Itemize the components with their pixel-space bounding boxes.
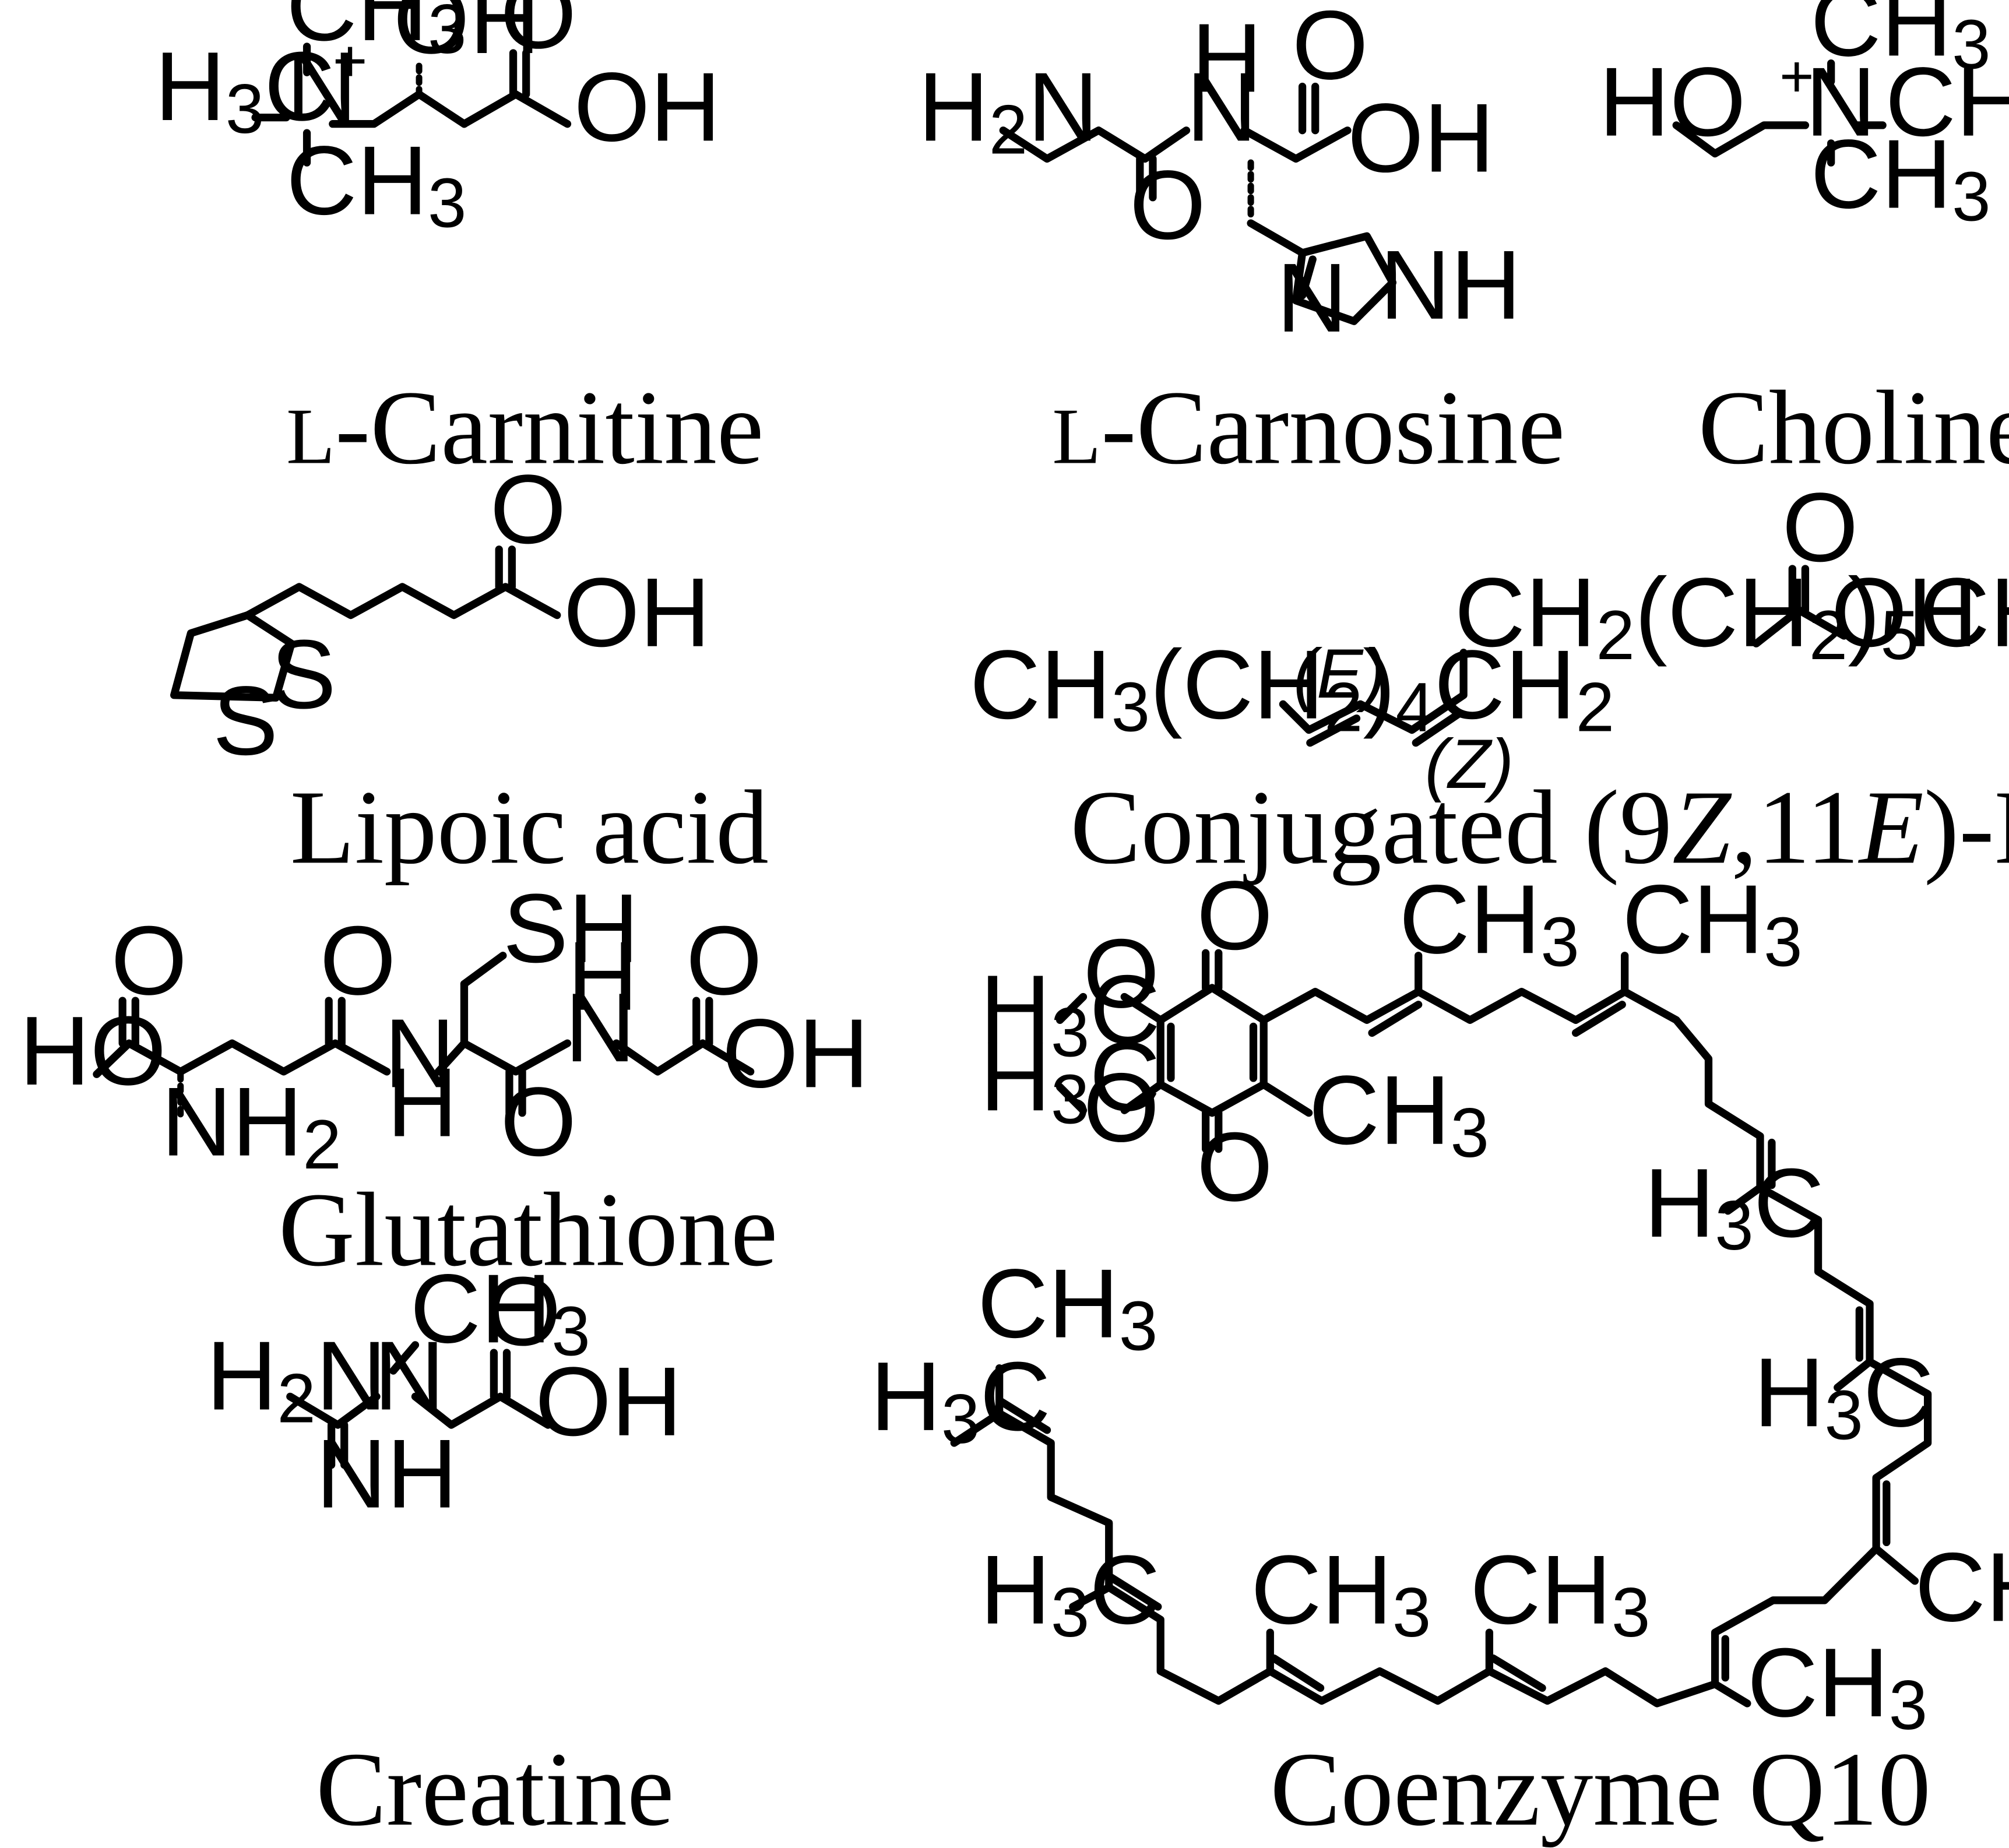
glutathione-thiol: SH [503,874,639,983]
caption-coq10: Coenzyme Q10 [1270,1731,1931,1848]
lipoic-structure: S S O OH [170,455,710,776]
choline-methyl-right: CH3 [1885,47,2009,164]
choline-structure: HO N + CH3 CH3 CH3 [1599,0,2009,236]
caption-creatine: Creatine [316,1731,674,1848]
choline-methyl-top: CH3 [1810,0,1990,84]
carnosine-carbonyl-o: O [1292,0,1368,100]
cla-acid-oh: OH [1831,558,1978,667]
coq10-methoxy-c2: H3C [980,1022,1160,1138]
carnitine-carbonyl-o: O [500,0,576,69]
caption-carnitine: L-Carnitine [286,369,764,487]
coq10-methyl-4: H3C [1754,1337,1934,1454]
carnitine-charge: + [333,28,367,94]
carnitine-acid-oh: OH [574,52,721,161]
caption-choline: Choline [1698,369,2009,487]
coq10-methyl-10: CH3 [977,1249,1157,1365]
coq10-methyl-2: CH3 [1622,864,1802,981]
choline-charge: + [1779,43,1814,110]
cla-carbonyl-o: O [1782,473,1859,582]
coq10-quinone-o1: O [1197,861,1273,970]
choline-methyl-bottom: CH3 [1810,119,1990,235]
cla-structure: CH3(CH2)4CH2 (E) (Z) CH2(CH2)5CH2 O OH [970,473,2009,803]
coq10-methyl-terminal: H3C [870,1342,1050,1458]
glutathione-carbonyl-o4: O [686,906,762,1015]
coq10-methyl-8: CH3 [1251,1535,1431,1652]
caption-glutathione: Glutathione [279,1171,777,1289]
carnitine-methyl-top: CH3 [286,0,466,68]
carnosine-amide-n: N [1186,52,1257,161]
coq10-ring-methyl: CH3 [1309,1055,1489,1172]
choline-nitrogen: N [1805,47,1876,157]
glutathione-carbonyl-o1: O [111,906,187,1015]
coq10-methyl-5: CH3 [1915,1532,2009,1649]
creatine-acid-oh: OH [535,1347,682,1456]
caption-carnosine: L-Carnosine [1052,369,1565,487]
glutathione-amide-n1: N [384,998,455,1108]
choline-hydroxyl: HO [1599,47,1746,157]
lipoic-acid-oh: OH [564,558,710,667]
cla-right-chain: CH2(CH2)5CH2 [1455,558,2009,674]
carnitine-methyl-bottom: CH3 [286,126,466,242]
cla-z-label: (Z) [1425,726,1514,803]
coq10-methyl-9: H3C [980,1535,1160,1652]
coq10-quinone-o2: O [1197,1112,1273,1222]
carnosine-structure: H2N O N H O OH N NH [918,0,1521,353]
carnosine-ring-n: N [1276,243,1347,353]
lipoic-sulfur-1: S [271,619,336,729]
coq10-methyl-3: H3C [1644,1148,1824,1265]
carnosine-amide-h: H [1191,3,1262,112]
coq10-methyl-6: CH3 [1747,1628,1927,1744]
glutathione-structure: HO O NH2 O N H SH O N H O OH [19,874,869,1184]
coq10-structure: O O O H3C O H3C CH3 CH3 CH3 H3C H3C [870,861,2009,1745]
carnosine-ring-nh: NH [1380,230,1521,340]
carnitine-methyl-left: H3C [154,31,335,148]
carnosine-amide-o: O [1130,150,1206,260]
caption-lipoic: Lipoic acid [290,769,769,886]
glutathione-amine: NH2 [161,1067,342,1184]
creatine-carbonyl-o: O [485,1256,561,1366]
coq10-methoxy-o2: O [1083,1053,1159,1162]
coq10-methoxy-o1: O [1083,918,1159,1028]
caption-cla: Conjugated (9Z,11E)-Linoleic acid [1070,769,2009,886]
lipoic-carbonyl-o: O [490,455,567,564]
creatine-imine: NH [316,1419,458,1529]
glutathione-amide-n2: N [565,973,635,1082]
glutathione-acid-oh: OH [722,998,869,1108]
coq10-methyl-7: CH3 [1470,1535,1650,1652]
carnitine-structure: H3C N + CH3 CH3 OH O OH [154,0,720,242]
creatine-structure: H2N NH N CH3 O OH [206,1254,682,1528]
coq10-methoxy-c1: H3C [980,955,1160,1071]
glutathione-carbonyl-o3: O [500,1067,576,1177]
cla-e-label: (E) [1293,635,1386,713]
creatine-methyl: CH3 [410,1254,590,1370]
lipoic-sulfur-2: S [213,666,278,776]
carnosine-amine: H2N [918,52,1098,168]
coq10-methyl-1: CH3 [1399,864,1579,981]
cla-left-chain: CH3(CH2)4CH2 [970,630,1614,747]
carnosine-acid-oh: OH [1347,83,1494,193]
glutathione-amide-h2: H [567,921,638,1031]
glutathione-carbonyl-o2: O [320,906,396,1015]
